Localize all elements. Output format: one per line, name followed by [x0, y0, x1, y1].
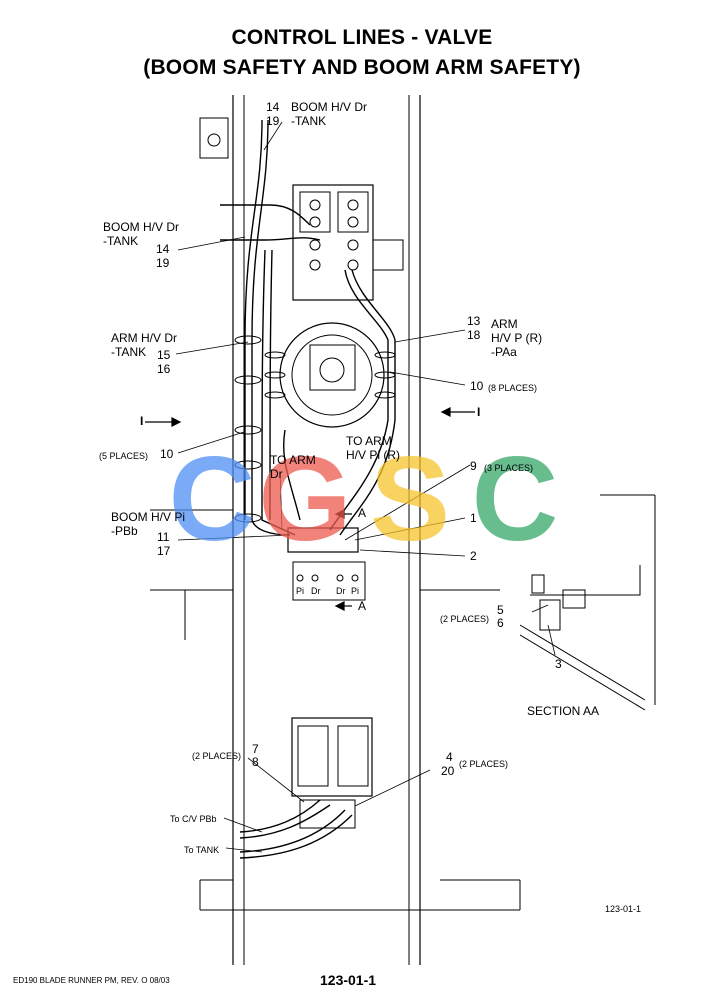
- label-port-dr-2: Dr: [336, 586, 346, 596]
- label-boom-left-text-b: -TANK: [103, 234, 139, 248]
- lower-valve-view: [223, 690, 431, 900]
- label-boom-left-num-b: 19: [156, 256, 170, 270]
- label-arm-left-text-a: ARM H/V Dr: [111, 331, 177, 345]
- label-boom-pi-b: -PBb: [111, 524, 138, 538]
- label-nine: 9: [470, 459, 477, 473]
- label-arm-right-num-b: 18: [467, 328, 481, 342]
- label-arm-right-text-b: H/V P (R): [491, 331, 543, 345]
- section-aa-detail: [519, 494, 656, 711]
- title-line-1: CONTROL LINES - VALVE: [231, 26, 493, 49]
- control-valve-top: [292, 184, 404, 301]
- label-section-a-bottom: A: [358, 599, 367, 613]
- swing-motor: [279, 322, 385, 428]
- watermark-letter: G: [258, 432, 351, 566]
- label-eight-places: (8 PLACES): [488, 383, 538, 393]
- label-boom-top-num-a: 14: [266, 100, 280, 114]
- label-eight: 8: [252, 755, 259, 769]
- label-five-places: (5 PLACES): [99, 451, 149, 461]
- leader-lines: [175, 121, 471, 557]
- label-to-cv-pbb: To C/V PBb: [170, 814, 217, 824]
- label-section-marker-right: I: [477, 405, 481, 419]
- label-boom-left-num-a: 14: [156, 242, 170, 256]
- label-two-places-78: (2 PLACES): [192, 751, 242, 761]
- label-ten-right: 10: [470, 379, 484, 393]
- footer-revision: ED190 BLADE RUNNER PM, REV. O 08/03: [13, 976, 170, 985]
- label-one: 1: [470, 511, 477, 525]
- label-section-a-top: A: [358, 506, 367, 520]
- watermark-letter: S: [370, 432, 450, 566]
- label-figure-number: 123-01-1: [605, 904, 642, 914]
- label-twenty: 20: [441, 764, 455, 778]
- label-boom-top-text-b: -TANK: [291, 114, 327, 128]
- watermark: C G S C: [169, 432, 559, 566]
- section-markers: [145, 407, 475, 611]
- label-two: 2: [470, 549, 477, 563]
- label-three-places: (3 PLACES): [484, 463, 534, 473]
- hose-clamps: [234, 335, 396, 523]
- label-seventeen: 17: [157, 544, 171, 558]
- label-eleven: 11: [157, 530, 170, 544]
- label-to-arm-pi-b: H/V Pi (R): [346, 448, 400, 462]
- label-arm-left-text-b: -TANK: [111, 345, 147, 359]
- label-boom-left-text-a: BOOM H/V Dr: [103, 220, 180, 234]
- label-five: 5: [497, 603, 504, 617]
- label-boom-top-text-a: BOOM H/V Dr: [291, 100, 368, 114]
- label-boom-top-num-b: 19: [266, 114, 280, 128]
- label-boom-pi-a: BOOM H/V Pi: [111, 510, 186, 524]
- label-arm-right-num-a: 13: [467, 314, 481, 328]
- label-arm-left-num-b: 16: [157, 362, 171, 376]
- watermark-letter: C: [472, 432, 559, 566]
- safety-valve-block: [287, 527, 366, 601]
- label-three: 3: [555, 657, 562, 671]
- label-to-arm-dr-a: TO ARM: [270, 453, 316, 467]
- label-port-pi-1: Pi: [296, 586, 305, 596]
- label-two-places-420: (2 PLACES): [459, 759, 509, 769]
- label-arm-right-text-a: ARM: [491, 317, 518, 331]
- title-line-2: (BOOM SAFETY AND BOOM ARM SAFETY): [143, 56, 581, 79]
- label-port-pi-2: Pi: [351, 586, 360, 596]
- label-to-arm-dr-b: Dr: [270, 467, 283, 481]
- label-six: 6: [497, 616, 504, 630]
- label-section-marker-left: I: [140, 414, 144, 428]
- label-to-arm-pi-a: TO ARM: [346, 434, 392, 448]
- label-to-tank: To TANK: [184, 845, 220, 855]
- label-section-aa: SECTION AA: [527, 704, 600, 718]
- label-port-dr-1: Dr: [311, 586, 321, 596]
- label-ten-left: 10: [160, 447, 174, 461]
- footer-page-number: 123-01-1: [320, 972, 377, 988]
- label-arm-right-text-c: -PAa: [491, 345, 517, 359]
- label-arm-left-num-a: 15: [157, 348, 171, 362]
- label-two-places-56: (2 PLACES): [440, 614, 490, 624]
- label-four: 4: [446, 750, 453, 764]
- label-seven: 7: [252, 742, 259, 756]
- watermark-letter: C: [169, 432, 256, 566]
